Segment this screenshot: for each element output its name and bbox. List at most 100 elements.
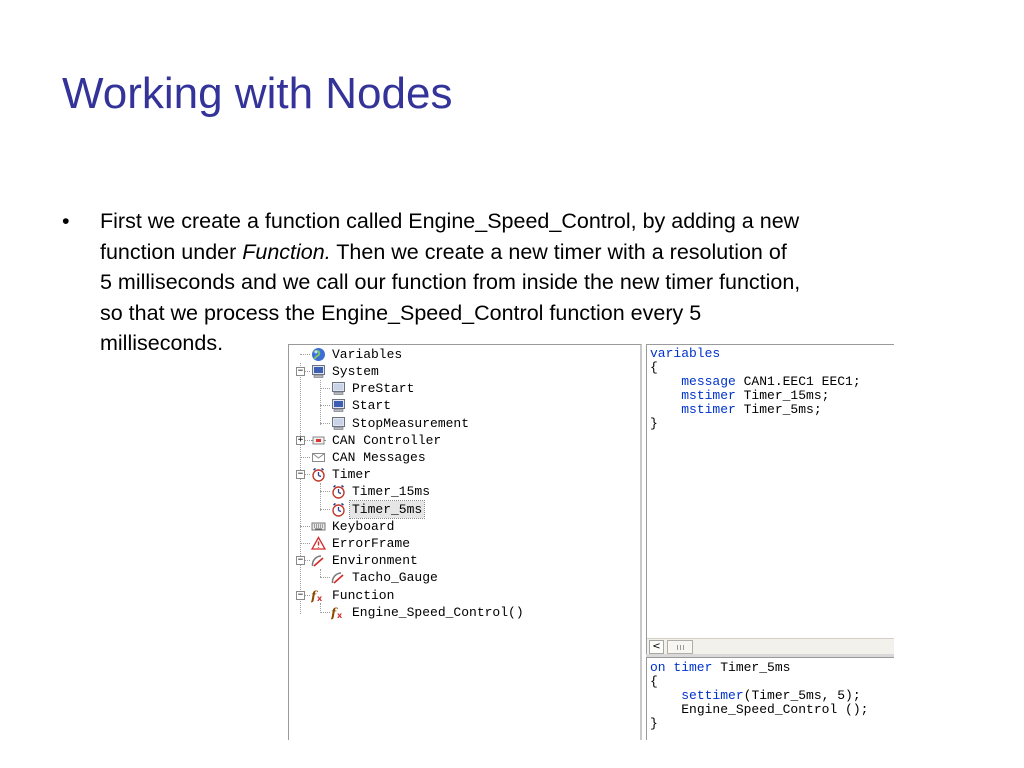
- tree-h-12: [305, 560, 310, 561]
- tree-item-can-messages[interactable]: CAN Messages: [311, 449, 428, 466]
- code-keyword: message: [681, 374, 736, 389]
- tree-item-label-selected: Timer_5ms: [348, 500, 426, 519]
- expander-timer[interactable]: −: [296, 469, 305, 479]
- tree-item-tacho-gauge[interactable]: Tacho_Gauge: [331, 569, 440, 586]
- tree-h-11: [300, 543, 310, 544]
- tree-item-label: CAN Messages: [332, 450, 426, 465]
- expander-can-controller[interactable]: +: [296, 435, 305, 445]
- svg-text:x: x: [317, 594, 323, 603]
- tree-h-6: [300, 457, 310, 458]
- code-keyword: variables: [650, 346, 721, 361]
- warning-icon: [311, 536, 326, 550]
- horizontal-scrollbar[interactable]: <: [647, 638, 894, 655]
- tree-item-keyboard[interactable]: Keyboard: [311, 518, 396, 535]
- tree-item-label: ErrorFrame: [332, 536, 411, 551]
- code-line: mstimer Timer_5ms;: [650, 402, 821, 417]
- code-text: (Timer_5ms, 5);: [743, 688, 861, 703]
- code-keyword: settimer: [681, 688, 744, 703]
- bullet-line-5: milliseconds.: [100, 331, 224, 355]
- tree-h-14: [305, 595, 310, 596]
- globe-icon: [312, 348, 325, 361]
- tree-item-label: Engine_Speed_Control(): [352, 605, 524, 620]
- svg-text:f: f: [331, 606, 338, 620]
- tree-h-5: [305, 440, 310, 441]
- code-pane: variables { message CAN1.EEC1 EEC1; msti…: [646, 344, 894, 740]
- tree-item-label: Timer: [332, 467, 372, 482]
- capl-browser-window: − + − − − Variables System PreStart Star…: [288, 344, 894, 740]
- code-line: settimer(Timer_5ms, 5);: [650, 688, 861, 703]
- tree-item-stopmeasurement[interactable]: StopMeasurement: [331, 415, 471, 432]
- code-line: Engine_Speed_Control ();: [650, 703, 868, 717]
- code-line: on timer Timer_5ms: [650, 661, 790, 675]
- code-line: }: [650, 716, 658, 731]
- code-line: variables: [650, 347, 720, 361]
- tree-item-start[interactable]: Start: [331, 397, 393, 414]
- tree-item-system[interactable]: System: [311, 363, 381, 380]
- scroll-thumb[interactable]: [667, 640, 693, 654]
- tree-h-7: [305, 474, 310, 475]
- tree-h-0: [300, 354, 310, 355]
- node-tree-pane[interactable]: − + − − − Variables System PreStart Star…: [288, 344, 642, 740]
- gauge-icon: [331, 572, 344, 584]
- code-line: {: [650, 674, 658, 689]
- bullet-line-2-end: Then we create a new timer with a resolu…: [330, 239, 787, 264]
- timer-handler-editor[interactable]: on timer Timer_5ms { settimer(Timer_5ms,…: [646, 657, 894, 740]
- bullet-icon: •: [62, 209, 70, 233]
- computer-icon: [332, 417, 345, 430]
- tree-h-9: [320, 509, 330, 510]
- tree-line-timer: [320, 483, 321, 511]
- expander-system[interactable]: −: [296, 366, 305, 376]
- slide-title: Working with Nodes: [62, 69, 453, 118]
- computer-icon: [332, 382, 345, 395]
- scroll-left-button[interactable]: <: [649, 640, 664, 654]
- tree-item-errorframe[interactable]: ErrorFrame: [311, 535, 412, 552]
- tree-h-1: [305, 371, 310, 372]
- keyboard-icon: [311, 522, 326, 531]
- tree-h-8: [320, 491, 330, 492]
- code-line: message CAN1.EEC1 EEC1;: [650, 374, 860, 389]
- stopwatch-icon: [332, 484, 345, 499]
- tree-item-label: Timer_15ms: [352, 484, 431, 499]
- bullet-line-2: function under Function. Then we create …: [100, 237, 950, 268]
- bullet-line-1: First we create a function called Engine…: [100, 209, 800, 233]
- bullet-text: First we create a function called Engine…: [100, 206, 950, 359]
- code-text: Engine_Speed_Control ();: [681, 702, 869, 717]
- tree-h-13: [320, 577, 330, 578]
- code-text: Timer_5ms: [712, 660, 791, 675]
- tree-line-function: [320, 603, 321, 611]
- thumb-grip: [677, 645, 678, 650]
- svg-text:x: x: [337, 611, 343, 620]
- tree-item-label: System: [332, 364, 379, 379]
- tree-item-label: CAN Controller: [332, 433, 442, 448]
- expander-function[interactable]: −: [296, 590, 305, 600]
- tree-h-10: [300, 526, 310, 527]
- bullet-line-2-start: function under: [100, 239, 243, 264]
- tree-item-timer-15ms[interactable]: Timer_15ms: [331, 483, 432, 500]
- code-line: {: [650, 360, 658, 375]
- variables-editor[interactable]: variables { message CAN1.EEC1 EEC1; msti…: [646, 344, 894, 655]
- bullet-line-4: so that we process the Engine_Speed_Cont…: [100, 300, 702, 325]
- tree-item-can-controller[interactable]: CAN Controller: [311, 432, 443, 449]
- computer-icon: [332, 399, 345, 412]
- tree-h-3: [320, 405, 330, 406]
- tree-item-environment[interactable]: Environment: [311, 552, 420, 569]
- thumb-grip: [680, 645, 681, 650]
- code-keyword: mstimer: [681, 402, 736, 417]
- tree-item-variables[interactable]: Variables: [311, 346, 404, 363]
- tree-item-label: Environment: [332, 553, 418, 568]
- tree-item-timer-5ms[interactable]: Timer_5ms: [331, 500, 426, 519]
- can-controller-icon: [311, 436, 326, 445]
- tree-h-15: [320, 612, 330, 613]
- tree-item-label: StopMeasurement: [352, 416, 470, 431]
- bullet-function-emphasis: Function.: [242, 239, 331, 264]
- svg-text:f: f: [311, 589, 318, 603]
- pane-splitter[interactable]: [646, 654, 894, 657]
- code-keyword: on timer: [650, 660, 713, 675]
- tree-item-timer[interactable]: Timer: [311, 466, 373, 483]
- tree-h-2: [320, 388, 330, 389]
- expander-environment[interactable]: −: [296, 555, 305, 565]
- tree-item-prestart[interactable]: PreStart: [331, 380, 416, 397]
